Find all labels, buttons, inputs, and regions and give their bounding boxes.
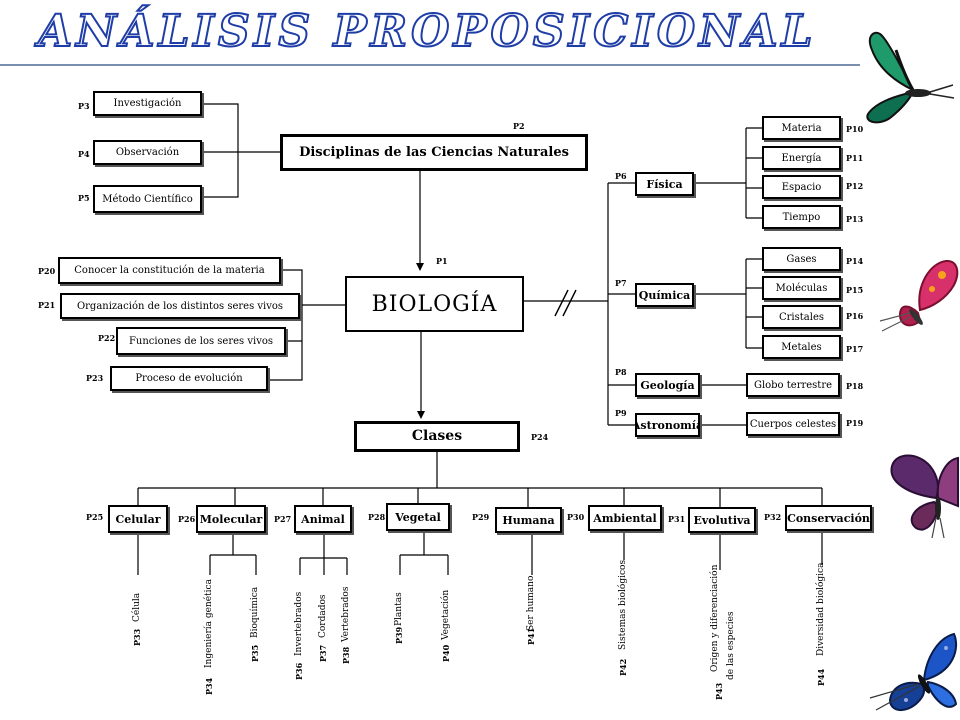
page-title: ANÁLISIS PROPOSICIONAL (37, 5, 817, 58)
investigacion-box: Investigación (93, 91, 202, 116)
prop-label: P10 (846, 124, 864, 134)
butterfly-blue-icon (869, 632, 958, 711)
butterfly-green-icon (866, 31, 955, 124)
prop-label: P35 (250, 644, 260, 662)
leaf-especies: de las especies (726, 611, 736, 680)
clases-box: Clases (354, 421, 520, 452)
prop-label: P26 (178, 514, 196, 524)
moleculas-box: Moléculas (762, 276, 841, 300)
biologia-box: BIOLOGÍA (345, 276, 524, 332)
prop-label: P34 (204, 677, 214, 695)
humana-box: Humana (495, 507, 562, 533)
prop-label: P7 (615, 278, 627, 288)
ambiental-box: Ambiental (588, 505, 662, 531)
prop-label: P41 (526, 627, 536, 645)
prop-label: P5 (78, 193, 90, 203)
celular-box: Celular (108, 505, 168, 533)
leaf-ingenieria-genetica: Ingeniería genética (204, 579, 214, 668)
prop-label: P17 (846, 344, 864, 354)
prop-label: P23 (86, 373, 104, 383)
leaf-vegetacion: Vegetación (441, 589, 451, 640)
leaf-diversidad-biologica: Diversidad biológica (816, 562, 826, 656)
prop-label: P39 (394, 626, 404, 644)
espacio-box: Espacio (762, 175, 841, 199)
prop-label: P37 (318, 644, 328, 662)
prop-label: P43 (714, 682, 724, 700)
leaf-plantas: Plantas (394, 592, 404, 626)
organizacion-box: Organización de los distintos seres vivo… (60, 293, 300, 319)
prop-label: P27 (274, 514, 292, 524)
prop-label: P29 (472, 512, 490, 522)
quimica-box: Química (635, 283, 694, 307)
prop-label: P30 (567, 512, 585, 522)
title-underline (0, 64, 860, 66)
prop-label: P11 (846, 153, 864, 163)
prop-label: P22 (98, 333, 116, 343)
prop-label: P12 (846, 181, 864, 191)
leaf-sistemas-biologicos: Sistemas biológicos (618, 559, 628, 650)
molecular-box: Molecular (196, 505, 266, 533)
prop-label: P13 (846, 214, 864, 224)
prop-label: P40 (441, 644, 451, 662)
evolutiva-box: Evolutiva (688, 507, 756, 533)
leaf-ser-humano: Ser humano (526, 575, 536, 631)
tiempo-box: Tiempo (762, 205, 841, 229)
constitucion-box: Conocer la constitución de la materia (58, 257, 281, 284)
leaf-origen: Origen y diferenciación (710, 564, 720, 672)
leaf-cordados: Cordados (318, 594, 328, 638)
butterfly-purple-icon (890, 454, 959, 538)
leaf-invertebrados: Invertebrados (294, 591, 304, 656)
prop-label: P21 (38, 300, 56, 310)
prop-label: P3 (78, 101, 90, 111)
evolucion-box: Proceso de evolución (110, 366, 268, 391)
observacion-box: Observación (93, 140, 202, 165)
prop-label: P6 (615, 171, 627, 181)
prop-label: P38 (341, 646, 351, 664)
leaf-bioquimica: Bioquímica (250, 586, 260, 638)
prop-label: P44 (816, 668, 826, 686)
vegetal-box: Vegetal (386, 503, 450, 531)
prop-label: P20 (38, 266, 56, 276)
leaf-celula: Célula (132, 592, 142, 622)
prop-label: P28 (368, 512, 386, 522)
prop-label: P9 (615, 408, 627, 418)
prop-label: P32 (764, 512, 782, 522)
energia-box: Energía (762, 146, 841, 170)
gases-box: Gases (762, 247, 841, 271)
prop-label: P36 (294, 662, 304, 680)
prop-label: P25 (86, 512, 104, 522)
prop-label: P24 (531, 432, 549, 442)
prop-label: P19 (846, 418, 864, 428)
astronomia-box: Astronomía (635, 413, 700, 437)
fisica-box: Física (635, 172, 694, 196)
cristales-box: Cristales (762, 305, 841, 329)
prop-label: P14 (846, 256, 864, 266)
prop-label: P42 (618, 658, 628, 676)
leaf-vertebrados: Vertebrados (341, 586, 351, 642)
disciplinas-box: Disciplinas de las Ciencias Naturales (280, 134, 588, 171)
geologia-box: Geología (635, 373, 700, 397)
metales-box: Metales (762, 335, 841, 359)
animal-box: Animal (294, 505, 352, 533)
prop-label: P1 (436, 256, 448, 266)
funciones-box: Funciones de los seres vivos (116, 327, 286, 355)
conservacion-box: Conservación (785, 505, 872, 531)
prop-label: P31 (668, 514, 686, 524)
materia-box: Materia (762, 116, 841, 140)
metodo-cientifico-box: Método Científico (93, 185, 202, 213)
prop-label: P18 (846, 381, 864, 391)
prop-label: P15 (846, 285, 864, 295)
globo-terrestre-box: Globo terrestre (746, 373, 840, 397)
prop-label: P33 (132, 628, 142, 646)
prop-label: P8 (615, 367, 627, 377)
prop-label: P4 (78, 149, 90, 159)
prop-label: P2 (513, 121, 525, 131)
butterfly-red-icon (879, 259, 959, 332)
prop-label: P16 (846, 311, 864, 321)
cuerpos-celestes-box: Cuerpos celestes (746, 412, 840, 436)
